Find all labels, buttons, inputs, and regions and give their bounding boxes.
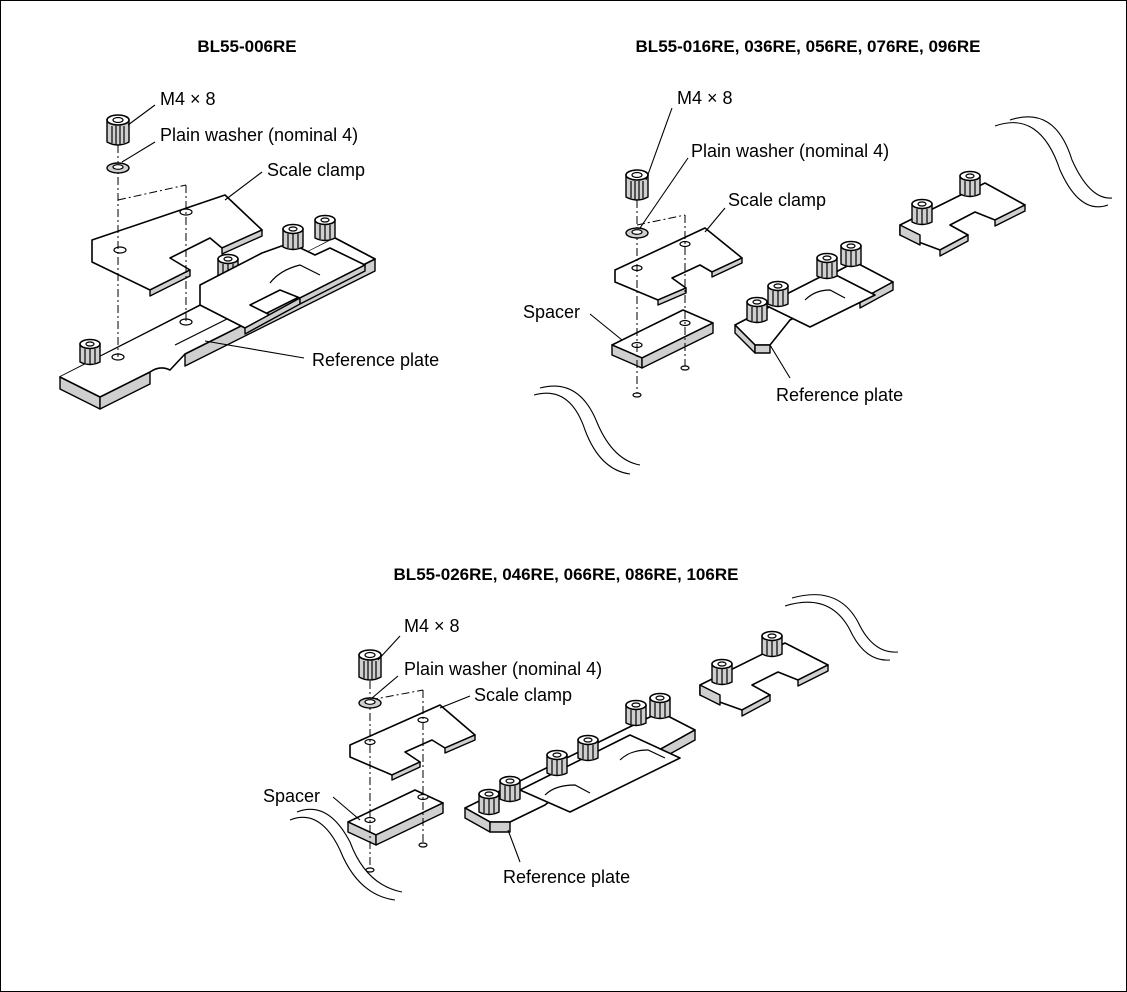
reference-plate bbox=[464, 711, 696, 833]
knob bbox=[767, 280, 789, 308]
knob bbox=[840, 240, 862, 268]
label-washer: Plain washer (nominal 4) bbox=[404, 659, 602, 679]
scale-clamp bbox=[614, 227, 743, 306]
knob bbox=[911, 198, 933, 226]
knob bbox=[546, 749, 568, 777]
knob bbox=[314, 214, 336, 242]
diagram-bl55-026re: BL55-026RE, 046RE, 066RE, 086RE, 106RE bbox=[263, 565, 899, 901]
label-spacer: Spacer bbox=[263, 786, 320, 806]
knob bbox=[711, 658, 733, 686]
reference-plate bbox=[734, 261, 894, 354]
knob bbox=[577, 734, 599, 762]
knob bbox=[816, 252, 838, 280]
scale-clamp bbox=[349, 704, 476, 781]
knob bbox=[761, 630, 783, 658]
diagram-title: BL55-016RE, 036RE, 056RE, 076RE, 096RE bbox=[636, 37, 981, 56]
label-scale-clamp: Scale clamp bbox=[474, 685, 572, 705]
diagram-bl55-016re: BL55-016RE, 036RE, 056RE, 076RE, 096RE bbox=[523, 37, 1113, 475]
spacer bbox=[347, 789, 444, 846]
diagram-title: BL55-026RE, 046RE, 066RE, 086RE, 106RE bbox=[394, 565, 739, 584]
plain-washer bbox=[625, 227, 649, 239]
label-scale-clamp: Scale clamp bbox=[267, 160, 365, 180]
knob bbox=[478, 788, 500, 816]
label-reference-plate: Reference plate bbox=[503, 867, 630, 887]
label-spacer: Spacer bbox=[523, 302, 580, 322]
far-clamp-piece bbox=[699, 642, 829, 717]
m4-screw bbox=[625, 169, 649, 201]
knob bbox=[499, 775, 521, 803]
knob bbox=[649, 692, 671, 720]
diagram-bl55-006re: BL55-006RE bbox=[59, 37, 439, 410]
label-screw: M4 × 8 bbox=[677, 88, 733, 108]
plain-washer bbox=[358, 697, 382, 709]
far-clamp-piece bbox=[899, 182, 1026, 257]
knob bbox=[282, 223, 304, 251]
diagram-title: BL55-006RE bbox=[197, 37, 296, 56]
label-screw: M4 × 8 bbox=[404, 616, 460, 636]
label-scale-clamp: Scale clamp bbox=[728, 190, 826, 210]
knob bbox=[746, 296, 768, 324]
label-screw: M4 × 8 bbox=[160, 89, 216, 109]
label-washer: Plain washer (nominal 4) bbox=[160, 125, 358, 145]
knob bbox=[959, 170, 981, 198]
scale-clamp bbox=[91, 194, 263, 297]
scale-clamp-installed bbox=[199, 242, 366, 335]
spacer bbox=[611, 309, 714, 369]
plain-washer bbox=[106, 162, 130, 174]
m4-screw bbox=[106, 114, 130, 146]
label-reference-plate: Reference plate bbox=[312, 350, 439, 370]
m4-screw bbox=[358, 649, 382, 681]
knob bbox=[79, 338, 101, 366]
label-washer: Plain washer (nominal 4) bbox=[691, 141, 889, 161]
knob bbox=[625, 699, 647, 727]
label-reference-plate: Reference plate bbox=[776, 385, 903, 405]
